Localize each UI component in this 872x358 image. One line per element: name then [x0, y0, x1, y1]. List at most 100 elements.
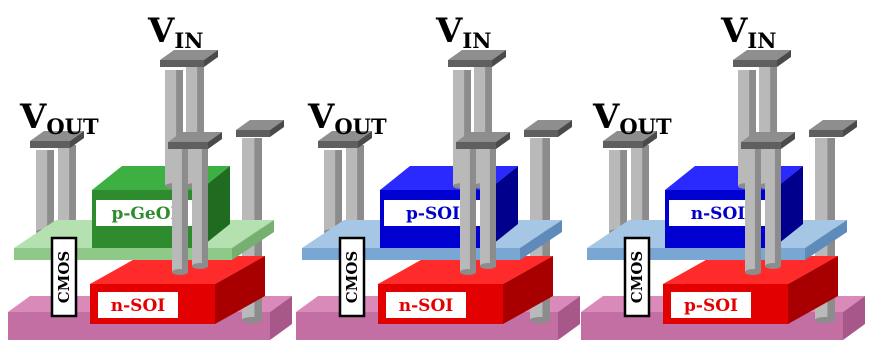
vin-label: VIN [720, 11, 776, 53]
cap-tall-right-top [809, 120, 857, 130]
cmos-label-text: CMOS [55, 251, 73, 303]
pillar-vin-a-shade [176, 70, 183, 186]
vin-label-sub: IN [174, 28, 203, 53]
bottom-device-side [503, 256, 553, 324]
pillar-mid-a-foot [745, 269, 761, 275]
cap-vin-front [160, 60, 204, 67]
cap-tall-right [524, 120, 572, 137]
bottom-device-label: n-SOI [386, 292, 466, 318]
cap-vin-front [448, 60, 492, 67]
substrate-side [558, 296, 580, 340]
cmos-label-box [623, 236, 651, 318]
vin-label-main: V [147, 11, 175, 51]
cap-mid-side [208, 132, 222, 149]
cap-vin-top [448, 50, 506, 60]
cap-tall-right-side [270, 120, 284, 137]
top-device-label-text: p-GeOI [111, 204, 178, 224]
cmos-label: CMOS [50, 236, 78, 318]
cap-vout-top [30, 131, 84, 141]
cap-vin-top [160, 50, 218, 60]
cap-vout-top [603, 131, 657, 141]
cmos-label-text: CMOS [343, 251, 361, 303]
pillar-vin-b-shade [485, 66, 492, 186]
vin-label-sub: IN [747, 28, 776, 53]
pillar-mid-b-shade [774, 144, 781, 266]
cap-vin-front [733, 60, 777, 67]
pillar-vin-a-shade [464, 70, 471, 186]
pillar-vin-a-shade [749, 70, 756, 186]
vin-label-main: V [435, 11, 463, 51]
top-device-label-text: p-SOI [406, 204, 460, 224]
cap-vin-top [733, 50, 791, 60]
bottom-device-label-bg [98, 292, 178, 318]
pillar-tall-right-foot [530, 317, 550, 323]
pillar-mid-b-foot [192, 263, 208, 269]
vin-label: VIN [435, 11, 491, 53]
pillar-mid-b [480, 144, 496, 269]
bottom-device-label-bg [671, 292, 751, 318]
cap-vout-front [30, 141, 70, 148]
cap-tall-right-side [843, 120, 857, 137]
bottom-device-side [215, 256, 265, 324]
cap-vin [448, 50, 506, 67]
vout-label-sub: OUT [619, 114, 672, 139]
cap-vout-top [318, 131, 372, 141]
vin-label-main: V [720, 11, 748, 51]
vout-label-main: V [307, 97, 335, 137]
pillar-vin-b-shade [197, 66, 204, 186]
pillar-vout-b-shade [357, 145, 364, 232]
vout-label: VOUT [307, 97, 387, 139]
pillar-mid-a-foot [172, 269, 188, 275]
cmos-label: CMOS [623, 236, 651, 318]
cap-mid-front [741, 142, 781, 149]
cap-mid-front [456, 142, 496, 149]
cap-vin-side [204, 50, 218, 67]
bottom-device-side [788, 256, 838, 324]
pillar-vout-a [36, 150, 54, 235]
bottom-device-label-text: n-SOI [399, 296, 454, 316]
cap-mid-top [741, 132, 795, 142]
pillar-vout-a [324, 150, 342, 235]
pillar-tall-right-foot [815, 317, 835, 323]
cap-vout [318, 131, 372, 148]
substrate-side [270, 296, 292, 340]
cap-vout-front [318, 141, 358, 148]
vout-label: VOUT [592, 97, 672, 139]
pillar-vout-b-shade [642, 145, 649, 232]
bottom-device-label: n-SOI [98, 292, 178, 318]
cap-vout [30, 131, 84, 148]
cap-tall-right-front [809, 130, 843, 137]
vout-label-sub: OUT [334, 114, 387, 139]
pillar-mid-a-shade [181, 146, 188, 272]
vin-label-sub: IN [462, 28, 491, 53]
pillar-vout-a-shade [47, 150, 54, 232]
cap-mid [741, 132, 795, 149]
cap-tall-right-top [236, 120, 284, 130]
cap-tall-right [809, 120, 857, 137]
pillar-mid-b-shade [489, 144, 496, 266]
pillar-mid-a [745, 146, 761, 275]
bottom-device-label-text: p-SOI [684, 296, 738, 316]
cap-tall-right [236, 120, 284, 137]
vin-label: VIN [147, 11, 203, 53]
interlayer-side [232, 220, 274, 260]
bottom-device-label-bg [386, 292, 466, 318]
pillar-mid-b-shade [201, 144, 208, 266]
vout-label-main: V [592, 97, 620, 137]
top-device-label-text: n-SOI [691, 204, 746, 224]
substrate-side [843, 296, 865, 340]
cmos-label: CMOS [338, 236, 366, 318]
interlayer-side [520, 220, 562, 260]
vout-label-sub: OUT [46, 114, 99, 139]
bottom-device-label-text: n-SOI [111, 296, 166, 316]
cap-vout-side [70, 131, 84, 148]
pillar-mid-a-shade [754, 146, 761, 272]
pillar-mid-b [192, 144, 208, 269]
vout-label-main: V [19, 97, 47, 137]
pillar-vout-a [609, 150, 627, 235]
pillar-mid-b-foot [765, 263, 781, 269]
vout-label: VOUT [19, 97, 99, 139]
cap-mid-side [781, 132, 795, 149]
